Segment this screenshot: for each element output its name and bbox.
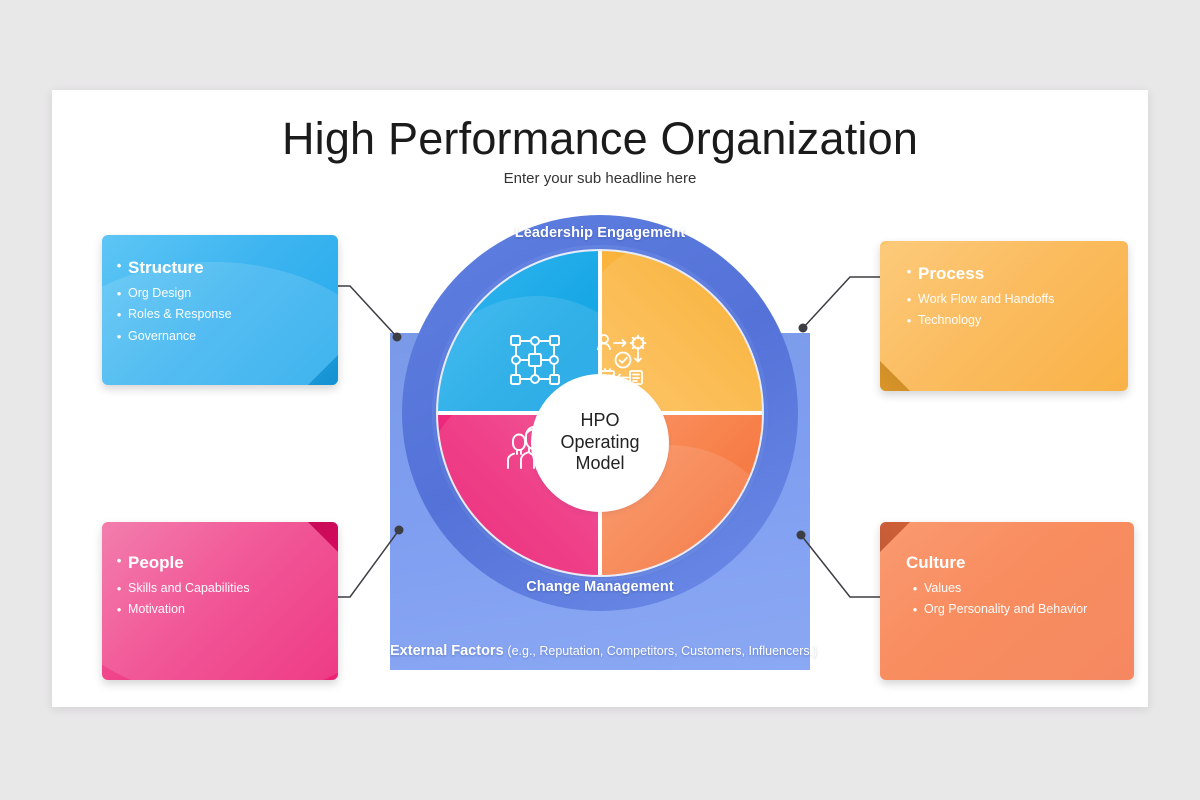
ring-label-leadership: Leadership Engagement xyxy=(514,225,686,241)
card-content: • People • Skills and Capabilities • Mot… xyxy=(110,552,328,619)
ring-label-change: Change Management xyxy=(526,579,674,595)
external-factors-label: External Factors (e.g., Reputation, Comp… xyxy=(390,643,817,659)
card-title: People xyxy=(128,553,184,572)
card-bullet-text: Technology xyxy=(918,313,982,328)
card-bullet: • Org Personality and Behavior xyxy=(906,601,1124,619)
external-factors-detail: (e.g., Reputation, Competitors, Customer… xyxy=(507,644,818,658)
card-title-row: Culture xyxy=(906,552,1124,575)
slide-canvas: High Performance Organization Enter your… xyxy=(52,90,1148,707)
page-subtitle: Enter your sub headline here xyxy=(503,170,697,187)
card-bullet: • Work Flow and Handoffs xyxy=(900,291,1118,309)
page-title: High Performance Organization xyxy=(281,113,919,164)
card-bullet: • Values xyxy=(906,580,1124,598)
bullet-glyph: • xyxy=(906,313,912,329)
card-title: Process xyxy=(918,264,985,283)
bullet-glyph: • xyxy=(912,602,918,618)
card-bullet-text: Org Personality and Behavior xyxy=(924,602,1088,617)
card-bullet-text: Motivation xyxy=(128,602,185,617)
card-bullet: • Motivation xyxy=(110,601,328,619)
bullet-glyph: • xyxy=(906,264,912,279)
hub-line-3: Model xyxy=(575,453,625,474)
bullet-glyph: • xyxy=(116,602,122,618)
card-title-row: • Structure xyxy=(110,257,328,280)
card-bullet: • Skills and Capabilities xyxy=(110,580,328,598)
bullet-glyph: • xyxy=(116,285,122,301)
card-bullet-text: Values xyxy=(924,580,962,595)
card-content: • Structure • Org Design • Roles & Respo… xyxy=(110,257,328,346)
card-bullet-text: Work Flow and Handoffs xyxy=(918,291,1055,306)
card-fold-corner xyxy=(308,355,338,385)
card-bullet: • Technology xyxy=(900,312,1118,330)
bullet-glyph: • xyxy=(116,580,122,596)
card-bullet: • Roles & Response xyxy=(110,306,328,324)
card-bullet-text: Governance xyxy=(128,329,197,344)
card-fold-corner xyxy=(880,522,910,552)
card-title: Culture xyxy=(906,553,966,572)
card-process[interactable]: • Process • Work Flow and Handoffs • Tec… xyxy=(880,241,1128,391)
hpo-wheel-diagram: HPO Operating Model Leadership Engagemen… xyxy=(390,215,817,670)
bullet-glyph: • xyxy=(116,258,122,273)
card-fold-corner xyxy=(308,522,338,552)
bullet-glyph: • xyxy=(912,580,918,596)
bullet-glyph: • xyxy=(116,307,122,323)
card-content: Culture • Values • Org Personality and B… xyxy=(906,552,1124,619)
card-culture[interactable]: Culture • Values • Org Personality and B… xyxy=(880,522,1134,680)
card-content: • Process • Work Flow and Handoffs • Tec… xyxy=(900,263,1118,330)
card-bullet: • Governance xyxy=(110,328,328,346)
hub-label: HPO Operating Model xyxy=(536,378,664,507)
bullet-glyph: • xyxy=(116,329,122,345)
card-structure[interactable]: • Structure • Org Design • Roles & Respo… xyxy=(102,235,338,385)
hub-line-1: HPO xyxy=(580,409,620,430)
hub-line-2: Operating xyxy=(560,431,640,452)
bullet-glyph: • xyxy=(116,553,122,568)
card-people[interactable]: • People • Skills and Capabilities • Mot… xyxy=(102,522,338,680)
card-fold-corner xyxy=(880,361,910,391)
card-title: Structure xyxy=(128,258,204,277)
card-title-row: • People xyxy=(110,552,328,575)
card-bullet: • Org Design xyxy=(110,285,328,303)
bullet-glyph: • xyxy=(906,291,912,307)
card-bullet-text: Org Design xyxy=(128,285,192,300)
card-bullet-text: Roles & Response xyxy=(128,307,232,322)
card-title-row: • Process xyxy=(900,263,1118,286)
external-factors-title: External Factors xyxy=(390,643,504,659)
card-bullet-text: Skills and Capabilities xyxy=(128,580,250,595)
